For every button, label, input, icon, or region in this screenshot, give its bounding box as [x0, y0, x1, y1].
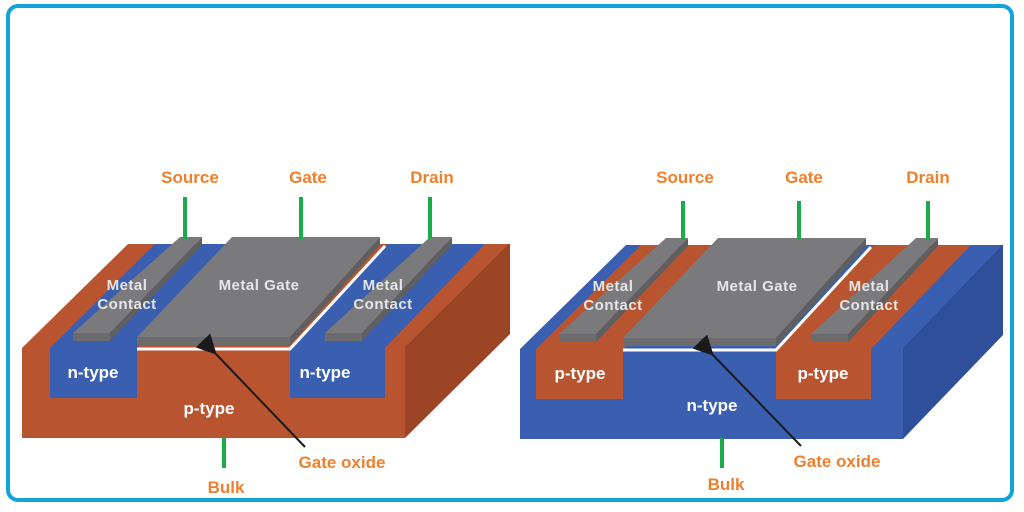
drain-contact-label-line2: Contact	[839, 297, 898, 314]
substrate-side-face	[903, 245, 1003, 439]
source-contact-side	[596, 238, 688, 342]
source-label: Source	[161, 168, 219, 187]
drain-contact-label-line1: Metal	[363, 277, 404, 294]
drain-label: Drain	[906, 168, 949, 187]
right-well-region	[776, 349, 871, 399]
source-contact-front	[559, 334, 596, 342]
gate-oxide-layer	[137, 244, 387, 351]
gate-oxide-arrow	[692, 334, 802, 447]
pmos-device: Source Gate Drain Bulk Gate oxide Metal …	[520, 168, 1004, 494]
gate-oxide-layer	[623, 245, 873, 352]
metal-gate-top	[137, 237, 380, 337]
substrate-side-face	[405, 244, 510, 438]
source-contact-front	[73, 333, 110, 341]
left-well-region	[536, 349, 623, 399]
metal-gate-label: Metal Gate	[717, 278, 798, 295]
gate-oxide-label: Gate oxide	[299, 453, 386, 472]
gate-wire	[797, 201, 801, 240]
source-wire	[681, 201, 685, 240]
drain-contact-front	[325, 333, 362, 341]
source-wire	[183, 197, 187, 239]
source-contact-label-line1: Metal	[107, 277, 148, 294]
source-contact-top	[73, 237, 202, 333]
metal-gate-label: Metal Gate	[219, 277, 300, 294]
bulk-label: Bulk	[708, 475, 745, 494]
source-contact-top	[559, 238, 688, 334]
drain-contact-label-line2: Contact	[353, 296, 412, 313]
substrate-label: n-type	[687, 396, 738, 415]
drain-contact-front	[811, 334, 848, 342]
right-region-label: n-type	[300, 363, 351, 382]
drain-wire	[428, 197, 432, 239]
bulk-wire	[720, 438, 724, 468]
metal-gate-side	[290, 237, 380, 345]
source-label: Source	[656, 168, 714, 187]
drain-contact-side	[362, 237, 452, 341]
metal-gate-front	[137, 337, 290, 345]
drain-label: Drain	[410, 168, 453, 187]
gate-oxide-label: Gate oxide	[794, 452, 881, 471]
left-region-label: p-type	[555, 364, 606, 383]
gate-wire	[299, 197, 303, 239]
gate-oxide-arrow	[195, 333, 306, 448]
bulk-label: Bulk	[208, 478, 245, 497]
drain-contact-side	[848, 238, 938, 342]
left-well-region	[50, 348, 137, 398]
metal-gate-side	[776, 238, 866, 346]
source-contact-label-line2: Contact	[97, 296, 156, 313]
drain-contact-top	[325, 237, 452, 333]
gate-label: Gate	[785, 168, 823, 187]
gate-label: Gate	[289, 168, 327, 187]
source-contact-label-line1: Metal	[593, 278, 634, 295]
drain-contact-top	[811, 238, 938, 334]
right-region-label: p-type	[798, 364, 849, 383]
substrate-label: p-type	[184, 399, 235, 418]
nmos-device: Source Gate Drain Bulk Gate oxide Metal …	[22, 168, 511, 497]
source-contact-side	[110, 237, 202, 341]
left-region-label: n-type	[68, 363, 119, 382]
metal-gate-top	[623, 238, 866, 338]
source-contact-label-line2: Contact	[583, 297, 642, 314]
right-well-region	[290, 348, 385, 398]
metal-gate-front	[623, 338, 776, 346]
bulk-wire	[222, 438, 226, 468]
drain-wire	[926, 201, 930, 240]
drain-contact-label-line1: Metal	[849, 278, 890, 295]
